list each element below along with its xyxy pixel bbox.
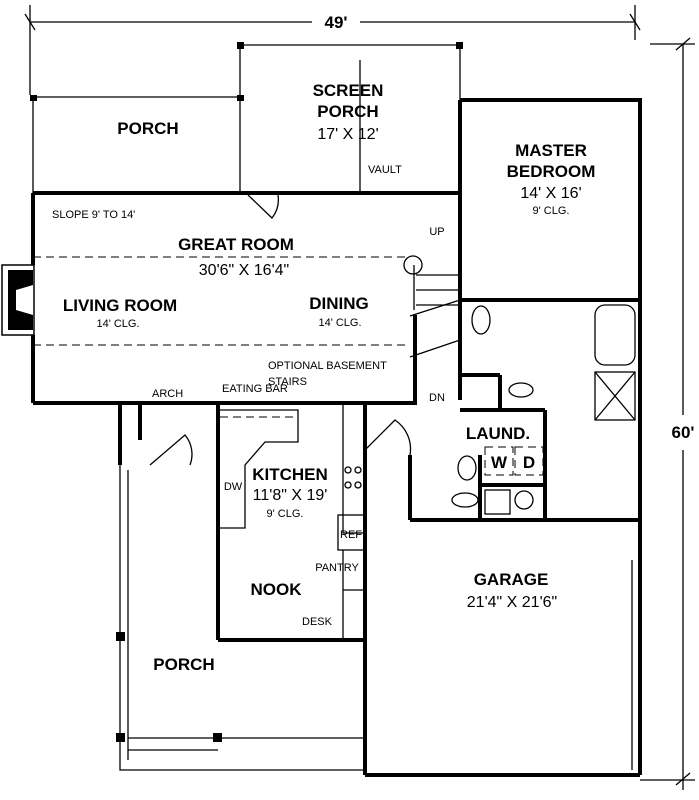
master-bedroom-ceiling: 9' CLG.: [533, 205, 570, 217]
garage-size: 21'4" X 21'6": [467, 594, 557, 611]
dining-label: DINING: [309, 294, 369, 313]
ref-label: REF: [340, 529, 362, 541]
washer-label: W: [491, 453, 508, 472]
screen-porch-label-2: PORCH: [317, 102, 378, 121]
arch-note: ARCH: [152, 388, 183, 400]
screen-porch-size: 17' X 12': [317, 126, 378, 143]
dryer-label: D: [523, 453, 535, 472]
width-label: 49': [325, 13, 348, 32]
desk-label: DESK: [302, 616, 333, 628]
porch-top: PORCH: [30, 95, 244, 193]
bath-laundry: LAUND. W D: [408, 300, 640, 522]
up-note: UP: [429, 226, 444, 238]
porch-front: PORCH: [116, 465, 365, 771]
living-room-ceiling: 14' CLG.: [96, 318, 139, 330]
dining-ceiling: 14' CLG.: [318, 317, 361, 329]
living-room-label: LIVING ROOM: [63, 296, 177, 315]
dn-note: DN: [429, 392, 445, 404]
pantry-label: PANTRY: [315, 562, 359, 574]
eating-bar-note: EATING BAR: [222, 383, 288, 395]
porch-front-label: PORCH: [153, 655, 214, 674]
garage-label: GARAGE: [474, 570, 549, 589]
depth-label: 60': [672, 423, 695, 442]
dw-label: DW: [224, 481, 243, 493]
kitchen-ceiling: 9' CLG.: [267, 508, 304, 520]
dimension-depth: 60': [640, 37, 695, 790]
master-bedroom-label-1: MASTER: [515, 141, 587, 160]
basement-note-2: STAIRS: [268, 376, 307, 388]
great-room: SLOPE 9' TO 14' GREAT ROOM 30'6" X 16'4"…: [1, 191, 460, 405]
vault-note: VAULT: [368, 164, 402, 176]
great-room-size: 30'6" X 16'4": [199, 262, 289, 279]
door-swing: [247, 194, 279, 219]
screen-porch-label-1: SCREEN: [313, 81, 384, 100]
kitchen-label: KITCHEN: [252, 465, 328, 484]
screen-porch: SCREEN PORCH 17' X 12' VAULT: [237, 42, 463, 219]
entry: [118, 403, 193, 466]
porch-top-label: PORCH: [117, 119, 178, 138]
kitchen-nook: EATING BAR KITCHEN 11'8" X 19' 9' CLG. D…: [216, 383, 367, 642]
kitchen-size: 11'8" X 19': [253, 487, 328, 504]
basement-note-1: OPTIONAL BASEMENT: [268, 360, 387, 372]
dimension-width: 49': [24, 5, 641, 95]
slope-note: SLOPE 9' TO 14': [52, 209, 135, 221]
master-bedroom-size: 14' X 16': [520, 185, 581, 202]
stairs: UP DN OPTIONAL BASEMENT STAIRS: [268, 226, 462, 405]
great-room-label: GREAT ROOM: [178, 235, 294, 254]
laundry-label: LAUND.: [466, 424, 530, 443]
nook-label: NOOK: [251, 580, 303, 599]
fireplace: [1, 264, 35, 336]
master-bedroom: MASTER BEDROOM 14' X 16' 9' CLG.: [458, 98, 642, 520]
garage: GARAGE 21'4" X 21'6": [363, 419, 642, 777]
master-bedroom-label-2: BEDROOM: [507, 162, 596, 181]
